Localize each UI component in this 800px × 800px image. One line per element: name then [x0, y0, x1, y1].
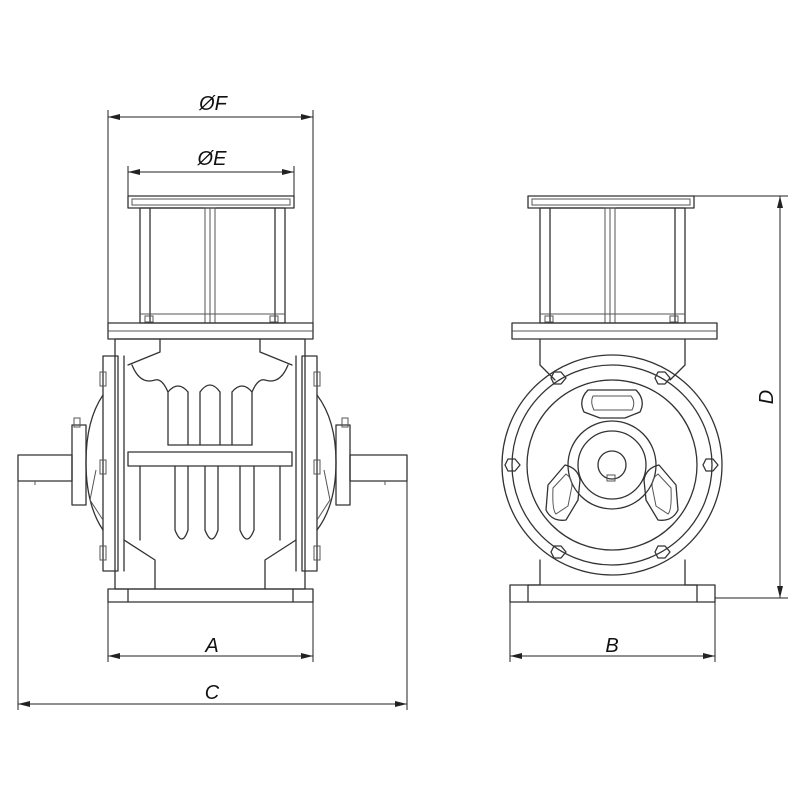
front-mid-flange	[107, 322, 314, 340]
dimension-label-a: A	[204, 635, 218, 657]
front-bearing-left	[71, 394, 104, 531]
dimension-label-d: D	[756, 390, 778, 404]
front-top-flange	[127, 195, 295, 209]
dimension-c: C	[17, 481, 408, 710]
side-mid-flange	[511, 322, 718, 340]
front-inlet-cage	[139, 207, 286, 324]
side-rotor-vanes	[545, 389, 679, 521]
dimension-d: D	[694, 195, 788, 599]
front-bearing-right	[316, 394, 351, 531]
dimension-label-f: ØF	[198, 93, 229, 115]
front-shaft	[17, 454, 408, 485]
dimension-f: ØF	[107, 93, 314, 323]
side-view	[501, 195, 723, 603]
front-base-flange	[107, 588, 314, 603]
front-rotor	[123, 364, 297, 590]
side-base-flange	[509, 584, 716, 603]
front-view	[17, 195, 408, 603]
side-inlet-cage	[539, 207, 686, 324]
side-end-flange	[501, 354, 723, 576]
side-flange-bolts	[504, 371, 719, 559]
dimension-e: ØE	[127, 148, 295, 196]
dimension-label-e: ØE	[197, 148, 228, 170]
dimension-a: A	[107, 602, 314, 662]
dimension-label-b: B	[605, 635, 618, 657]
dimension-b: B	[509, 602, 716, 662]
side-top-flange	[527, 195, 695, 209]
front-body-housing	[99, 338, 321, 590]
dimension-label-c: C	[205, 682, 220, 704]
